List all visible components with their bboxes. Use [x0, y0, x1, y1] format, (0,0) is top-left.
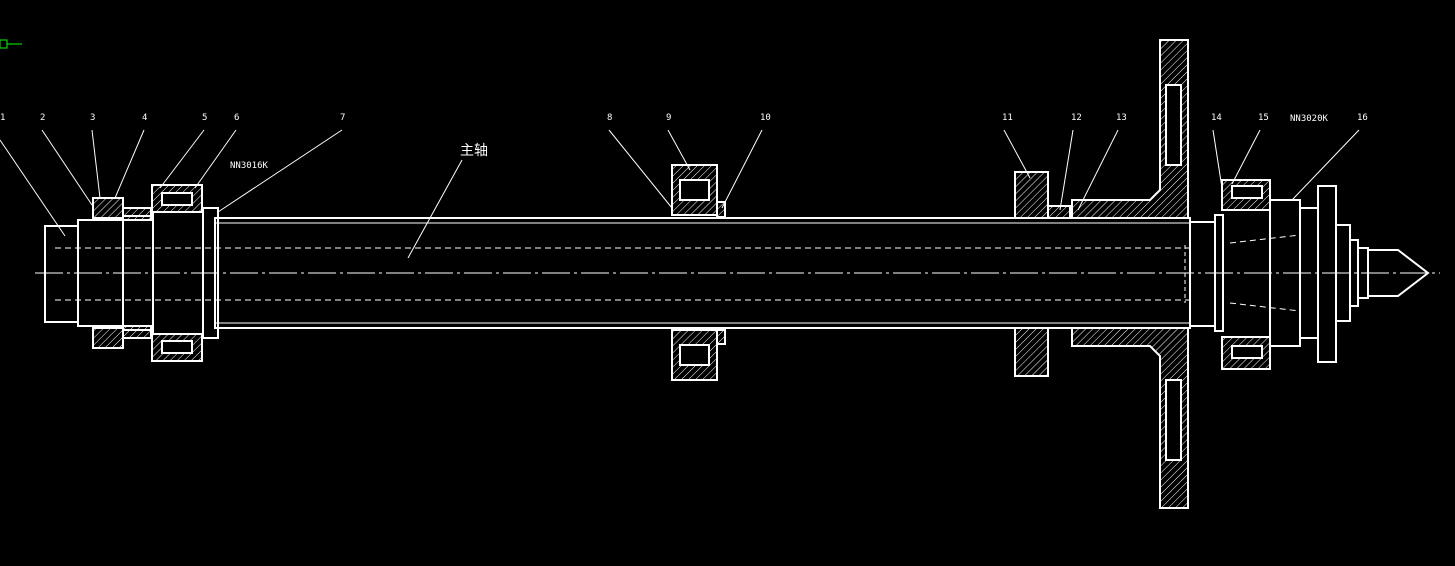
middle-bearing: [671, 164, 726, 381]
part-number-5: 5: [202, 113, 207, 123]
part-number-8: 8: [607, 113, 612, 123]
part-number-4: 4: [142, 113, 147, 123]
leader-line-15: [1231, 129, 1261, 185]
leader-line-10: [721, 129, 763, 209]
bearing-left-label: NN3016K: [230, 161, 269, 171]
leader-line-2: [41, 129, 93, 206]
main-shaft-leader: [407, 159, 463, 259]
part-number-7: 7: [340, 113, 345, 123]
leader-line-9: [667, 129, 691, 171]
leader-line-14: [1212, 129, 1223, 189]
part-number-14: 14: [1211, 113, 1222, 123]
leader-line-5: [159, 129, 205, 189]
bore-hidden-lines: [55, 234, 1301, 312]
leader-line-16: [1291, 129, 1360, 201]
leader-line-6: [194, 129, 237, 189]
ucs-icon: [0, 39, 22, 49]
part-number-10: 10: [760, 113, 771, 123]
part-number-1: 1: [0, 113, 5, 123]
leader-line-1: [0, 139, 66, 237]
leader-line-4: [114, 129, 145, 199]
leader-line-12: [1059, 129, 1074, 211]
leader-line-8: [608, 129, 673, 209]
left-bearing: [151, 184, 203, 362]
leader-lines: [0, 129, 1360, 237]
part-number-2: 2: [40, 113, 45, 123]
part-number-3: 3: [90, 113, 95, 123]
collar-11: [1014, 171, 1071, 377]
part-number-6: 6: [234, 113, 239, 123]
right-bearing: [1214, 179, 1301, 370]
part-number-16: 16: [1357, 113, 1368, 123]
large-gear: [1071, 39, 1189, 509]
spindle-nose: [1299, 185, 1430, 363]
leader-line-13: [1077, 129, 1119, 211]
main-shaft-label: 主轴: [460, 143, 488, 159]
left-locknut: [92, 197, 152, 349]
part-number-9: 9: [666, 113, 671, 123]
leader-line-7: [217, 129, 343, 213]
part-number-11: 11: [1002, 113, 1013, 123]
part-number-15: 15: [1258, 113, 1269, 123]
part-number-13: 13: [1116, 113, 1127, 123]
part-number-12: 12: [1071, 113, 1082, 123]
bearing-right-label: NN3020K: [1290, 114, 1329, 124]
leader-line-3: [91, 129, 101, 199]
leader-line-11: [1003, 129, 1031, 179]
